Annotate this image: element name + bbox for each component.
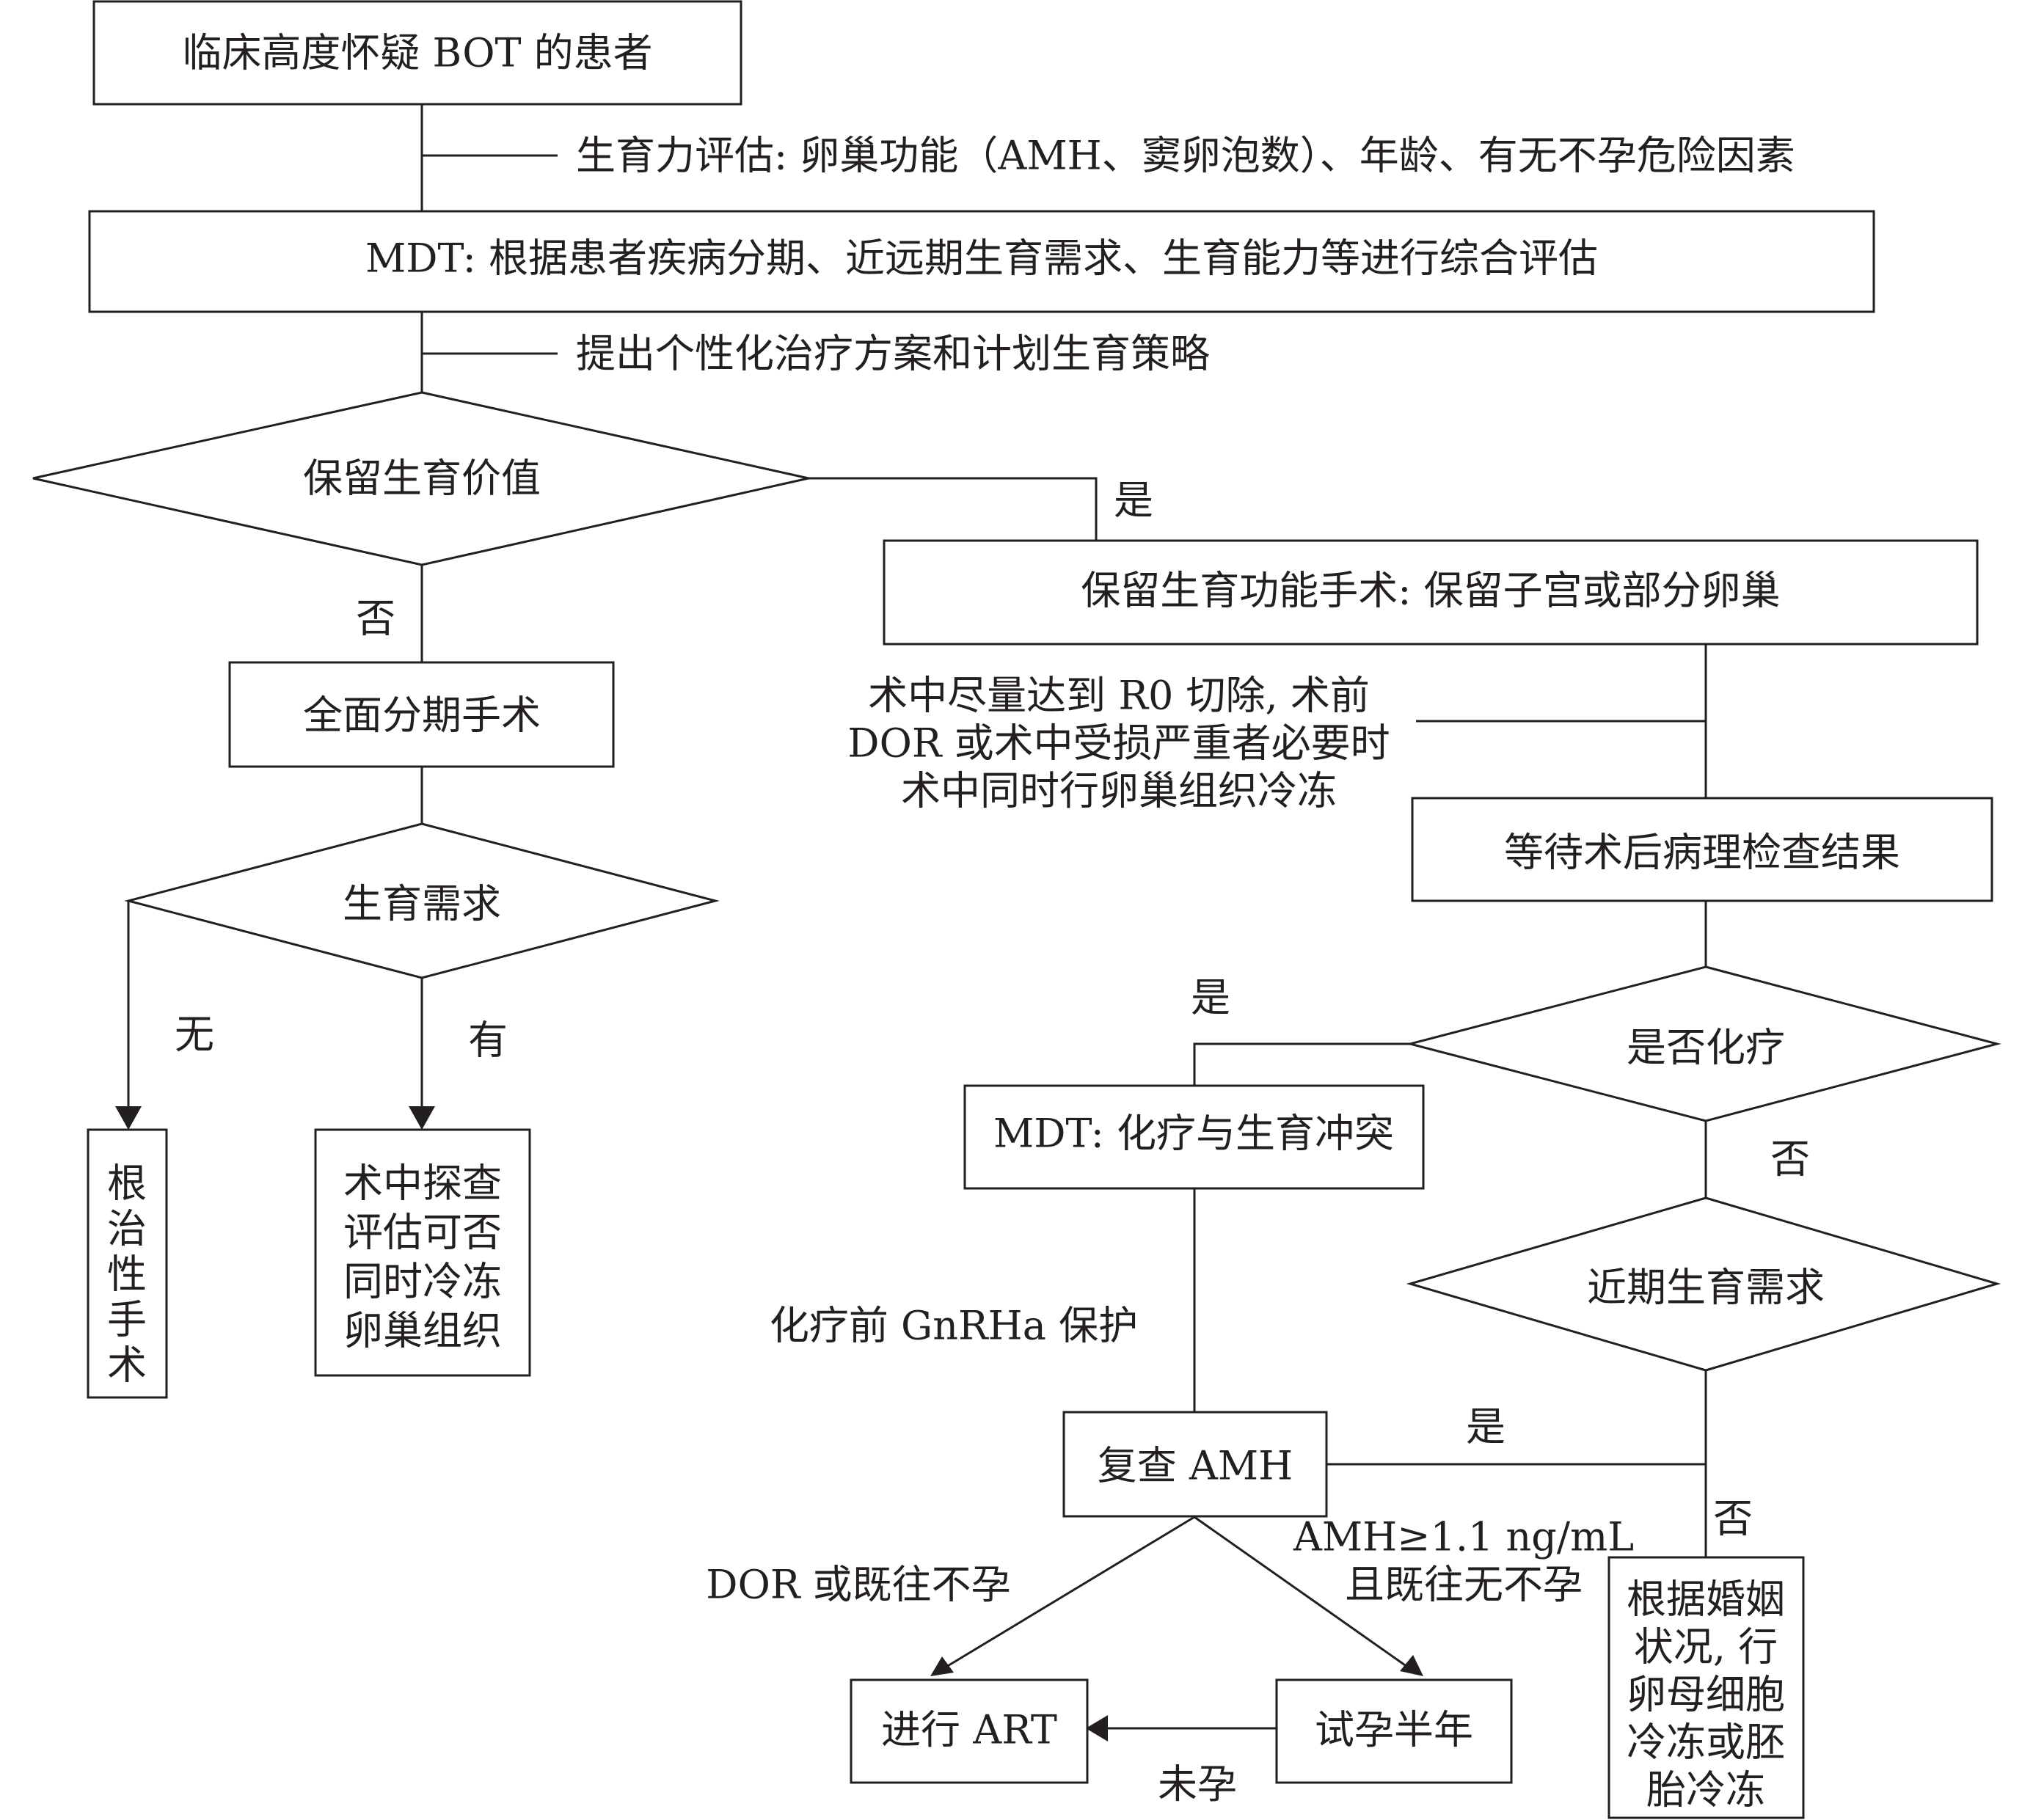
cryo-line: 状况, 行 bbox=[1634, 1624, 1778, 1670]
art-text: 进行 ART bbox=[881, 1707, 1057, 1753]
chemo-decision-diamond: 是否化疗 bbox=[1406, 965, 2001, 1122]
recheck-amh-box: 复查 AMH bbox=[1062, 1411, 1328, 1518]
arrow-head bbox=[930, 1656, 954, 1676]
label-not-pregnant: 未孕 bbox=[1158, 1761, 1237, 1808]
await-pathology-text: 等待术后病理检查结果 bbox=[1504, 830, 1900, 876]
full-staging-box: 全面分期手术 bbox=[228, 661, 615, 768]
near-need-text: 近期生育需求 bbox=[1587, 1265, 1825, 1311]
full-staging-text: 全面分期手术 bbox=[303, 692, 541, 739]
preserve-value-text: 保留生育价值 bbox=[303, 456, 541, 502]
mdt-eval-text: MDT: 根据患者疾病分期、近远期生育需求、生育能力等进行综合评估 bbox=[365, 235, 1598, 282]
suspect-box: 临床高度怀疑 BOT 的患者 bbox=[92, 0, 742, 106]
individual-plan-note: 提出个性化治疗方案和计划生育策略 bbox=[576, 331, 1210, 377]
intraop-note-line: 术中同时行卵巢组织冷冻 bbox=[901, 768, 1337, 814]
preserve-value-diamond: 保留生育价值 bbox=[32, 391, 809, 566]
label-yes-near: 是 bbox=[1466, 1404, 1505, 1450]
gnrha-note: 化疗前 GnRHa 保护 bbox=[770, 1303, 1138, 1349]
label-no-chemo: 否 bbox=[1770, 1136, 1810, 1183]
radical-surgery-char: 治 bbox=[107, 1206, 147, 1252]
explore-freeze-line: 术中探查 bbox=[343, 1161, 502, 1207]
mdt-conflict-box: MDT: 化疗与生育冲突 bbox=[963, 1084, 1425, 1190]
explore-freeze-line: 评估可否 bbox=[343, 1210, 502, 1256]
near-need-diamond: 近期生育需求 bbox=[1406, 1196, 2001, 1372]
label-need-have: 有 bbox=[468, 1017, 508, 1064]
cryo-box: 根据婚姻 状况, 行 卵母细胞 冷冻或胚 胎冷冻 bbox=[1607, 1556, 1805, 1819]
try-conceive-text: 试孕半年 bbox=[1315, 1707, 1473, 1753]
fsp-surgery-text: 保留生育功能手术: 保留子宫或部分卵巢 bbox=[1081, 568, 1780, 614]
fertility-need-diamond: 生育需求 bbox=[124, 822, 720, 979]
await-pathology-box: 等待术后病理检查结果 bbox=[1411, 797, 1993, 902]
chemo-decision-text: 是否化疗 bbox=[1627, 1025, 1785, 1071]
connectors bbox=[115, 104, 1707, 1742]
mdt-conflict-text: MDT: 化疗与生育冲突 bbox=[993, 1111, 1394, 1157]
amh-ok-line: AMH≥1.1 ng/mL bbox=[1293, 1514, 1634, 1560]
arrow-head bbox=[115, 1106, 142, 1130]
label-need-none: 无 bbox=[175, 1012, 214, 1058]
amh-ok-line: 且既往无不孕 bbox=[1345, 1562, 1583, 1608]
fsp-surgery-box: 保留生育功能手术: 保留子宫或部分卵巢 bbox=[883, 539, 1979, 646]
label-yes-chemo: 是 bbox=[1191, 975, 1230, 1021]
label-no-near: 否 bbox=[1713, 1496, 1753, 1542]
cryo-line: 胎冷冻 bbox=[1646, 1767, 1765, 1813]
art-box: 进行 ART bbox=[850, 1678, 1089, 1784]
amh-ok-note: AMH≥1.1 ng/mL 且既往无不孕 bbox=[1293, 1514, 1634, 1608]
radical-surgery-char: 根 bbox=[107, 1161, 147, 1207]
explore-freeze-line: 卵巢组织 bbox=[343, 1308, 502, 1354]
intraop-note-line: 术中尽量达到 R0 切除, 术前 bbox=[868, 673, 1370, 719]
cryo-line: 根据婚姻 bbox=[1627, 1576, 1785, 1623]
arrow-head bbox=[1400, 1655, 1423, 1676]
radical-surgery-char: 术 bbox=[107, 1342, 147, 1389]
cryo-line: 冷冻或胚 bbox=[1627, 1720, 1785, 1766]
fertility-assessment-note: 生育力评估: 卵巢功能（AMH、窦卵泡数）、年龄、有无不孕危险因素 bbox=[576, 133, 1795, 179]
dor-or-infertile-note: DOR 或既往不孕 bbox=[706, 1562, 1010, 1608]
arrow-head bbox=[409, 1106, 435, 1130]
mdt-eval-box: MDT: 根据患者疾病分期、近远期生育需求、生育能力等进行综合评估 bbox=[88, 210, 1875, 313]
explore-freeze-box: 术中探查 评估可否 同时冷冻 卵巢组织 bbox=[314, 1128, 531, 1377]
label-yes-preserve: 是 bbox=[1114, 478, 1153, 524]
suspect-text: 临床高度怀疑 BOT 的患者 bbox=[182, 30, 652, 76]
try-conceive-box: 试孕半年 bbox=[1275, 1678, 1513, 1784]
intraop-note-line: DOR 或术中受损严重者必要时 bbox=[847, 720, 1390, 767]
radical-surgery-char: 手 bbox=[107, 1297, 147, 1343]
arrow-head bbox=[1086, 1715, 1108, 1742]
intraop-note: 术中尽量达到 R0 切除, 术前 DOR 或术中受损严重者必要时 术中同时行卵巢… bbox=[847, 673, 1390, 814]
fertility-need-text: 生育需求 bbox=[343, 881, 501, 927]
recheck-amh-text: 复查 AMH bbox=[1098, 1443, 1293, 1489]
cryo-line: 卵母细胞 bbox=[1627, 1672, 1785, 1718]
radical-surgery-box: 根 治 性 手 术 bbox=[87, 1128, 168, 1399]
label-no-preserve: 否 bbox=[356, 596, 395, 642]
explore-freeze-line: 同时冷冻 bbox=[343, 1259, 502, 1305]
radical-surgery-char: 性 bbox=[107, 1251, 147, 1298]
